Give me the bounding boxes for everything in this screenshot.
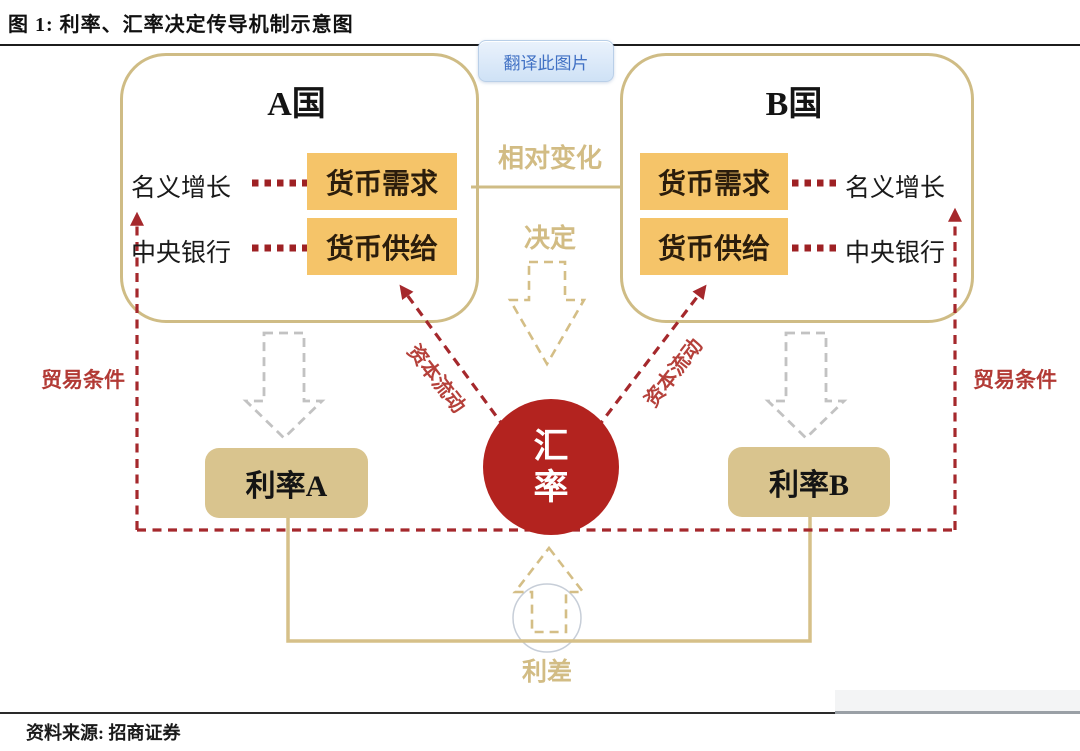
bottom-divider-gray-segment — [835, 711, 1080, 714]
country-b-money-demand-box: 货币需求 — [640, 153, 788, 210]
country-a-nominal-growth-label: 名义增长 — [131, 175, 232, 202]
country-a-money-supply-box: 货币供给 — [307, 218, 457, 275]
translate-image-button-label: 翻译此图片 — [503, 53, 589, 73]
bottom-divider — [0, 712, 1080, 714]
exchange-rate-label: 汇 率 — [533, 426, 569, 507]
capital-flow-left-dashed-arrow — [399, 284, 507, 429]
country-b-title: B国 — [765, 86, 823, 123]
watermark-circle — [512, 583, 582, 653]
trade-terms-right-label: 贸易条件 — [973, 368, 1057, 392]
rate-a-down-arrow — [242, 331, 326, 440]
translate-image-button[interactable]: 翻译此图片 — [478, 40, 614, 82]
bottom-gray-band — [835, 690, 1080, 712]
exchange-rate-circle: 汇 率 — [483, 399, 619, 535]
trade-terms-left-label: 贸易条件 — [41, 368, 125, 392]
country-a-central-bank-label: 中央银行 — [131, 240, 232, 267]
interest-spread-up-arrow — [512, 545, 586, 634]
rate-b-down-arrow — [764, 331, 848, 440]
country-b-central-bank-label: 中央银行 — [845, 240, 946, 267]
determine-down-arrow — [507, 260, 587, 367]
interest-spread-connector — [286, 517, 812, 643]
country-b-nominal-growth-label: 名义增长 — [845, 175, 946, 202]
determine-label: 决定 — [523, 224, 576, 253]
interest-spread-label: 利差 — [521, 659, 572, 686]
country-a-money-demand-box: 货币需求 — [307, 153, 457, 210]
country-a-title: A国 — [267, 86, 326, 123]
source-attribution: 资料来源: 招商证券 — [26, 723, 181, 743]
relative-change-label: 相对变化 — [497, 144, 602, 173]
interest-rate-b-box: 利率B — [728, 447, 890, 517]
capital-flow-right-dashed-arrow — [595, 284, 707, 429]
country-b-money-supply-box: 货币供给 — [640, 218, 788, 275]
figure-title: 图 1: 利率、汇率决定传导机制示意图 — [8, 14, 354, 36]
interest-rate-a-box: 利率A — [205, 448, 368, 518]
